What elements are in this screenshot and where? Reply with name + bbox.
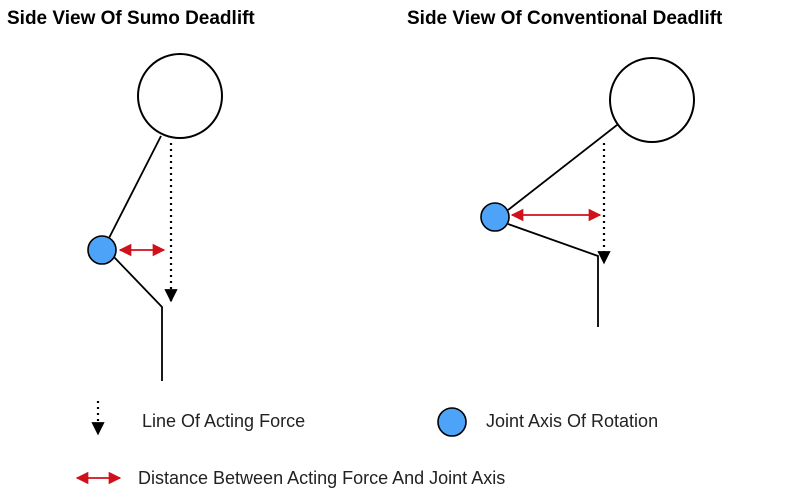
legend-joint-label: Joint Axis Of Rotation — [486, 411, 659, 431]
conventional-figure — [480, 57, 695, 327]
conventional-thigh-shin-line — [507, 223, 599, 327]
conventional-head — [609, 57, 695, 143]
legend-force-label: Line Of Acting Force — [142, 411, 306, 431]
legend-joint-icon — [437, 407, 467, 437]
conventional-torso-line — [507, 124, 618, 211]
sumo-head — [137, 53, 223, 139]
legend — [75, 401, 467, 485]
sumo-joint-axis — [87, 235, 117, 265]
sumo-title: Side View Of Sumo Deadlift — [7, 8, 255, 29]
sumo-torso-line — [107, 135, 162, 241]
legend-distance-label: Distance Between Acting Force And Joint … — [138, 468, 506, 488]
conventional-title: Side View Of Conventional Deadlift — [407, 8, 723, 29]
sumo-thigh-shin-line — [112, 255, 163, 381]
conventional-joint-axis — [480, 202, 510, 232]
sumo-figure — [87, 53, 223, 381]
